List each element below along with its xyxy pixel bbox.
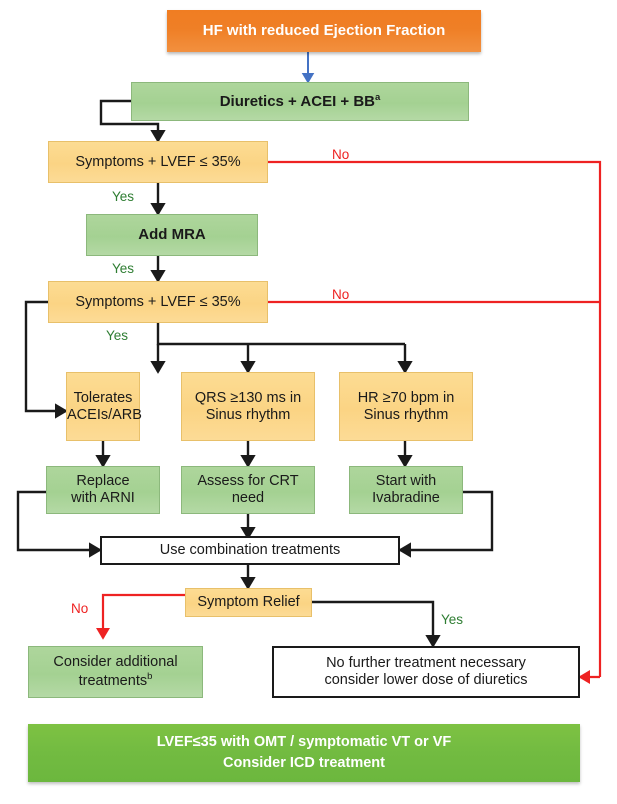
node-qrs-sinus: QRS ≥130 ms in Sinus rhythm bbox=[181, 372, 315, 441]
edge-label-yes-1: Yes bbox=[112, 189, 135, 204]
node-use-combination-treatments: Use combination treatments bbox=[100, 536, 400, 565]
node-header-label: HF with reduced Ejection Fraction bbox=[202, 22, 446, 40]
node-ivabradine-line2: Ivabradine bbox=[372, 490, 440, 506]
node-consider-additional-line2: treatments bbox=[78, 672, 148, 689]
node-banner-line2: Consider ICD treatment bbox=[223, 755, 385, 771]
node-hr-sinus: HR ≥70 bpm in Sinus rhythm bbox=[339, 372, 473, 441]
node-symptom-relief: Symptom Relief bbox=[185, 588, 312, 617]
node-diuretics-footnote: a bbox=[375, 92, 381, 104]
edge-symptom-relief-no bbox=[95, 593, 185, 640]
node-replace-with-arni: Replace with ARNI bbox=[46, 466, 160, 514]
node-ivabradine-line1: Start with bbox=[375, 473, 437, 490]
node-crt-line2: need bbox=[231, 490, 265, 506]
node-crt-line1: Assess for CRT bbox=[197, 473, 299, 490]
edge-label-yes-3: Yes bbox=[106, 328, 129, 343]
edge-label-yes-4: Yes bbox=[441, 612, 464, 627]
node-header: HF with reduced Ejection Fraction bbox=[167, 10, 481, 52]
node-add-mra-label: Add MRA bbox=[138, 226, 206, 244]
node-decision-2: Symptoms + LVEF ≤ 35% bbox=[48, 281, 268, 323]
node-assess-crt: Assess for CRT need bbox=[181, 466, 315, 514]
node-consider-additional-line1: Consider additional bbox=[53, 654, 178, 671]
node-arni-line2: with ARNI bbox=[71, 490, 135, 506]
node-symptom-relief-label: Symptom Relief bbox=[197, 594, 300, 611]
edge-label-no-3: No bbox=[71, 601, 89, 616]
edge-label-yes-2: Yes bbox=[112, 261, 135, 276]
node-decision-2-label: Symptoms + LVEF ≤ 35% bbox=[75, 293, 241, 310]
node-consider-additional-treatments: Consider additional treatmentsb bbox=[28, 646, 203, 698]
node-no-further-line1: No further treatment necessary bbox=[326, 655, 526, 672]
edge-label-no-1: No bbox=[332, 147, 350, 162]
node-tolerates-line2: ACEIs/ARB bbox=[67, 406, 142, 423]
node-banner-line1: LVEF≤35 with OMT / symptomatic VT or VF bbox=[156, 733, 452, 750]
node-hr-line1: HR ≥70 bpm in bbox=[357, 389, 455, 406]
node-decision-1-label: Symptoms + LVEF ≤ 35% bbox=[75, 153, 241, 170]
node-combination-label: Use combination treatments bbox=[159, 542, 341, 559]
node-qrs-line1: QRS ≥130 ms in bbox=[194, 389, 302, 406]
node-consider-additional-footnote: b bbox=[147, 671, 153, 683]
node-icd-banner: LVEF≤35 with OMT / symptomatic VT or VF … bbox=[28, 724, 580, 782]
node-tolerates-acei-arb: Tolerates ACEIs/ARB bbox=[66, 372, 142, 441]
node-qrs-line2: Sinus rhythm bbox=[205, 406, 291, 423]
node-start-ivabradine: Start with Ivabradine bbox=[349, 466, 463, 514]
node-decision-1: Symptoms + LVEF ≤ 35% bbox=[48, 141, 268, 183]
edge-symptom-relief-yes bbox=[312, 600, 441, 648]
node-tolerates-line1: Tolerates bbox=[73, 389, 133, 406]
edge-label-no-2: No bbox=[332, 287, 350, 302]
node-add-mra: Add MRA bbox=[86, 214, 258, 256]
node-no-further-treatment: No further treatment necessary consider … bbox=[272, 646, 580, 698]
edge-decision2-split-bus bbox=[156, 323, 405, 346]
node-diuretics-label: Diuretics + ACEI + BB bbox=[219, 93, 376, 111]
node-arni-line1: Replace bbox=[76, 473, 130, 490]
node-hr-line2: Sinus rhythm bbox=[363, 406, 449, 423]
node-no-further-line2: consider lower dose of diuretics bbox=[324, 672, 528, 688]
node-diuretics: Diuretics + ACEI + BBa bbox=[131, 82, 469, 121]
